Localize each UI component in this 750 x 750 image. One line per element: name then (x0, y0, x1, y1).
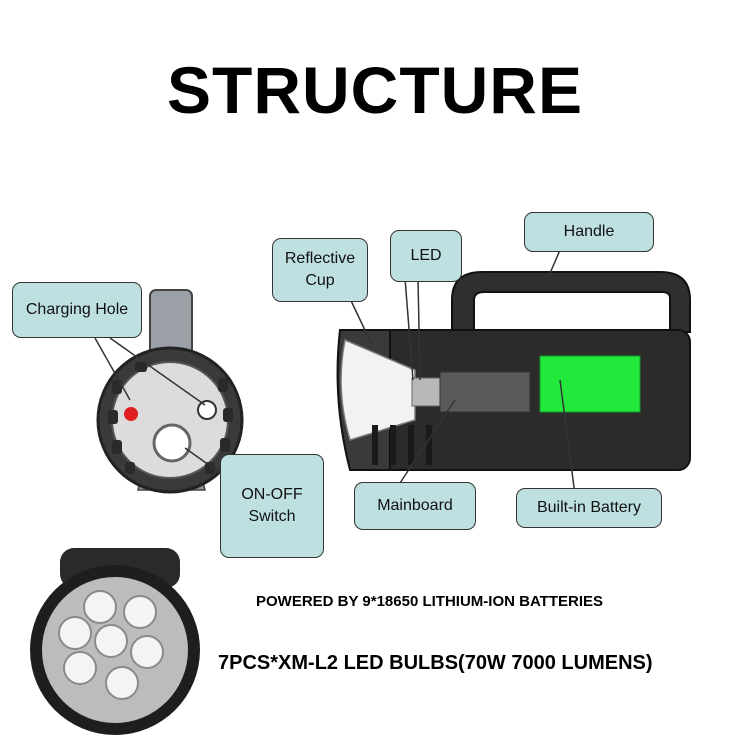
reflective-cup-label-line1: Reflective (284, 249, 356, 267)
page-title: STRUCTURE (167, 53, 583, 127)
reflective-cup-label-line2: Cup (305, 272, 335, 289)
charging-hole (197, 400, 217, 420)
bulbs-caption: 7PCS*XM-L2 LED BULBS(70W 7000 LUMENS) (218, 652, 653, 674)
rear-view (96, 289, 244, 494)
charging-indicator (124, 407, 138, 421)
body-ribs (372, 425, 432, 465)
mainboard-label: Mainboard (377, 496, 453, 514)
on-off-label-line2: Switch (248, 508, 296, 525)
callout-handle: Handle (524, 212, 654, 252)
callout-reflective-cup: Reflective Cup (272, 238, 368, 302)
side-cutaway (336, 271, 691, 471)
callout-led: LED (390, 230, 462, 282)
callout-mainboard: Mainboard (354, 482, 476, 530)
rear-grip-notches (108, 362, 233, 474)
on-off-switch (152, 423, 192, 463)
charging-hole-label: Charging Hole (25, 300, 129, 318)
reflective-cup (340, 338, 416, 441)
callout-built-in-battery: Built-in Battery (516, 488, 662, 528)
callout-charging-hole: Charging Hole (12, 282, 142, 338)
led-label: LED (410, 246, 442, 264)
handle-label: Handle (563, 222, 615, 240)
batteries-caption: POWERED BY 9*18650 LITHIUM-ION BATTERIES (256, 593, 604, 610)
mainboard (439, 371, 531, 413)
callout-on-off-switch: ON-OFF Switch (220, 454, 324, 558)
on-off-label-line1: ON-OFF (241, 485, 303, 503)
built-in-battery (539, 355, 641, 413)
handle (451, 271, 691, 333)
front-lens (30, 548, 200, 735)
built-in-battery-label: Built-in Battery (536, 498, 642, 516)
led-bulbs (58, 590, 164, 700)
